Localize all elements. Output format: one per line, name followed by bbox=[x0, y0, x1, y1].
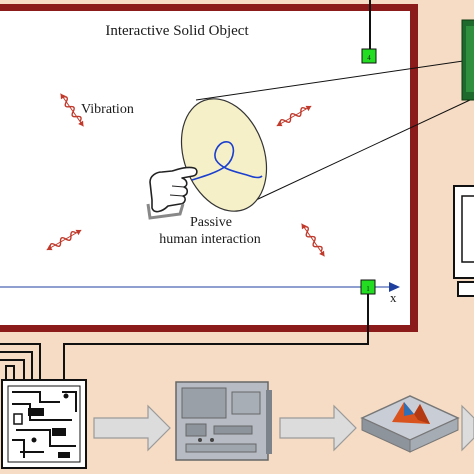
amplifier-board-icon bbox=[1, 379, 87, 469]
wave-vibration-icon bbox=[60, 93, 84, 127]
amplifier-cables bbox=[0, 334, 369, 380]
wave-vibration-icon bbox=[276, 105, 312, 127]
vibration-label: Vibration bbox=[81, 102, 134, 117]
flow-arrow-icon bbox=[93, 404, 171, 452]
wave-vibration-icon bbox=[301, 223, 325, 257]
zoom-line-bottom bbox=[255, 99, 471, 201]
zoom-line-top bbox=[195, 59, 471, 101]
x-axis-arrowhead bbox=[389, 282, 400, 292]
x-axis-label: x bbox=[390, 290, 397, 305]
matlab-chip-icon bbox=[360, 395, 460, 453]
monitor-icon bbox=[453, 185, 474, 297]
sensor-bottom: 1 bbox=[360, 279, 376, 295]
data-acquisition-card-icon bbox=[175, 381, 272, 461]
pointing-hand-icon bbox=[146, 166, 198, 220]
passive-label-line1: Passive bbox=[190, 215, 232, 230]
svg-text:4: 4 bbox=[367, 54, 371, 62]
flow-arrow-icon bbox=[461, 404, 474, 452]
wave-vibration-icon bbox=[46, 229, 82, 251]
flow-arrow-icon bbox=[279, 404, 357, 452]
svg-text:1: 1 bbox=[366, 285, 370, 293]
passive-label-line2: human interaction bbox=[159, 232, 260, 247]
sensor-board-icon bbox=[461, 19, 474, 101]
diagram-title: Interactive Solid Object bbox=[105, 23, 249, 39]
sensor-top: 4 bbox=[361, 48, 377, 64]
touch-trace-curl bbox=[191, 141, 263, 181]
